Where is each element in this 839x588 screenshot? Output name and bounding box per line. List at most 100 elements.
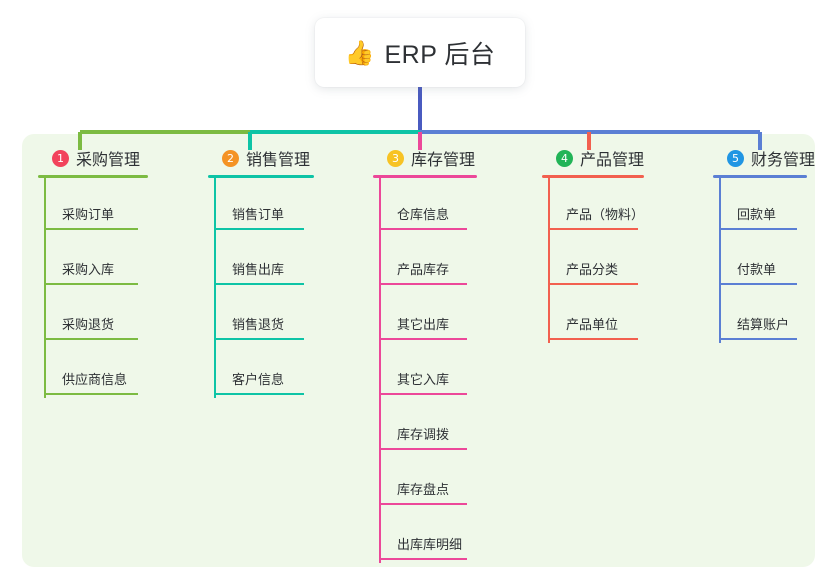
branch-child-item[interactable]: 销售订单 — [208, 178, 314, 233]
branch-child-item[interactable]: 采购订单 — [38, 178, 148, 233]
branch-title: 财务管理 — [751, 152, 816, 169]
branch-child-underline — [44, 338, 138, 340]
branch-child-underline — [548, 338, 638, 340]
branch-spine — [214, 178, 216, 398]
branch-child-underline — [379, 558, 467, 560]
branch-child-underline — [719, 283, 797, 285]
branch-underline — [38, 175, 148, 178]
branch-number-badge: 3 — [387, 149, 404, 167]
branch-child-item[interactable]: 仓库信息 — [373, 178, 477, 233]
branch-child-item[interactable]: 销售出库 — [208, 233, 314, 288]
branch-child-item[interactable]: 销售退货 — [208, 288, 314, 343]
branch-header-4[interactable]: 4 产品管理 — [542, 146, 644, 170]
branch-child-underline — [44, 283, 138, 285]
branch-child-underline — [44, 228, 138, 230]
branch-child-underline — [719, 228, 797, 230]
branch-child-label: 产品分类 — [566, 262, 619, 277]
branch-spine — [379, 178, 381, 563]
branch-child-label: 销售退货 — [232, 317, 285, 332]
branch-child-underline — [214, 228, 304, 230]
branch-column-1: 1 采购管理采购订单采购入库采购退货供应商信息 — [38, 146, 148, 398]
branch-children: 回款单付款单结算账户 — [713, 178, 815, 343]
branch-child-item[interactable]: 供应商信息 — [38, 343, 148, 398]
branch-header-2[interactable]: 2 销售管理 — [208, 146, 314, 170]
branch-header-1[interactable]: 1 采购管理 — [38, 146, 148, 170]
branch-child-item[interactable]: 付款单 — [713, 233, 815, 288]
branch-child-item[interactable]: 其它出库 — [373, 288, 477, 343]
branch-children: 采购订单采购入库采购退货供应商信息 — [38, 178, 148, 398]
branch-spine — [548, 178, 550, 343]
branch-child-label: 其它出库 — [397, 317, 450, 332]
branch-child-label: 采购入库 — [62, 262, 115, 277]
branch-title: 采购管理 — [76, 152, 141, 169]
branch-child-item[interactable]: 产品（物料） — [542, 178, 644, 233]
branch-child-item[interactable]: 其它入库 — [373, 343, 477, 398]
branch-child-label: 结算账户 — [737, 317, 790, 332]
branch-underline — [713, 175, 807, 178]
thumbs-up-icon: 👍 — [344, 38, 375, 67]
branch-number-badge: 5 — [727, 149, 744, 167]
branch-child-label: 其它入库 — [397, 372, 450, 387]
branch-child-label: 客户信息 — [232, 372, 285, 387]
branch-child-item[interactable]: 产品分类 — [542, 233, 644, 288]
branch-child-item[interactable]: 结算账户 — [713, 288, 815, 343]
branch-column-2: 2 销售管理销售订单销售出库销售退货客户信息 — [208, 146, 314, 398]
branch-child-label: 采购订单 — [62, 207, 115, 222]
branch-child-underline — [548, 228, 638, 230]
branch-child-label: 产品单位 — [566, 317, 619, 332]
branch-underline — [208, 175, 314, 178]
branch-child-item[interactable]: 采购退货 — [38, 288, 148, 343]
branch-child-label: 采购退货 — [62, 317, 115, 332]
branch-number-badge: 4 — [556, 149, 573, 167]
branch-column-4: 4 产品管理产品（物料） 产品分类产品单位 — [542, 146, 644, 343]
branch-child-underline — [214, 393, 304, 395]
branch-child-label: 产品库存 — [397, 262, 450, 277]
branch-child-label: 出库库明细 — [397, 537, 463, 552]
branch-child-item[interactable]: 产品单位 — [542, 288, 644, 343]
branch-number-badge: 1 — [52, 149, 69, 167]
branch-child-label: 产品（物料） — [566, 207, 645, 222]
branch-child-underline — [214, 338, 304, 340]
branch-child-item[interactable]: 回款单 — [713, 178, 815, 233]
branch-column-5: 5 财务管理回款单付款单结算账户 — [713, 146, 815, 343]
root-node-content: 👍 ERP 后台 — [345, 35, 496, 71]
root-title: ERP 后台 — [384, 40, 496, 69]
branch-children: 仓库信息产品库存其它出库其它入库库存调拨库存盘点出库库明细 — [373, 178, 477, 563]
branch-child-underline — [379, 393, 467, 395]
branch-child-label: 销售出库 — [232, 262, 285, 277]
branch-child-label: 供应商信息 — [62, 372, 128, 387]
branch-underline — [542, 175, 644, 178]
root-node[interactable]: 👍 ERP 后台 — [315, 18, 525, 87]
branch-children: 销售订单销售出库销售退货客户信息 — [208, 178, 314, 398]
branch-child-label: 库存盘点 — [397, 482, 450, 497]
branch-child-item[interactable]: 采购入库 — [38, 233, 148, 288]
branch-child-label: 库存调拨 — [397, 427, 450, 442]
branch-child-item[interactable]: 客户信息 — [208, 343, 314, 398]
branch-child-underline — [44, 393, 138, 395]
branch-child-underline — [379, 283, 467, 285]
branch-spine — [44, 178, 46, 398]
branch-child-underline — [719, 338, 797, 340]
branch-child-label: 付款单 — [737, 262, 777, 277]
branch-child-underline — [379, 448, 467, 450]
branch-child-label: 销售订单 — [232, 207, 285, 222]
branch-child-underline — [379, 228, 467, 230]
branch-child-label: 仓库信息 — [397, 207, 450, 222]
branch-header-5[interactable]: 5 财务管理 — [713, 146, 815, 170]
branch-children: 产品（物料） 产品分类产品单位 — [542, 178, 644, 343]
branch-underline — [373, 175, 477, 178]
branch-title: 产品管理 — [580, 152, 645, 169]
branch-child-underline — [379, 503, 467, 505]
branch-child-item[interactable]: 产品库存 — [373, 233, 477, 288]
branch-child-underline — [214, 283, 304, 285]
branch-child-item[interactable]: 库存盘点 — [373, 453, 477, 508]
branch-child-underline — [548, 283, 638, 285]
branch-child-item[interactable]: 库存调拨 — [373, 398, 477, 453]
branch-child-label: 回款单 — [737, 207, 777, 222]
branch-number-badge: 2 — [222, 149, 239, 167]
branch-child-item[interactable]: 出库库明细 — [373, 508, 477, 563]
branch-title: 销售管理 — [246, 152, 311, 169]
